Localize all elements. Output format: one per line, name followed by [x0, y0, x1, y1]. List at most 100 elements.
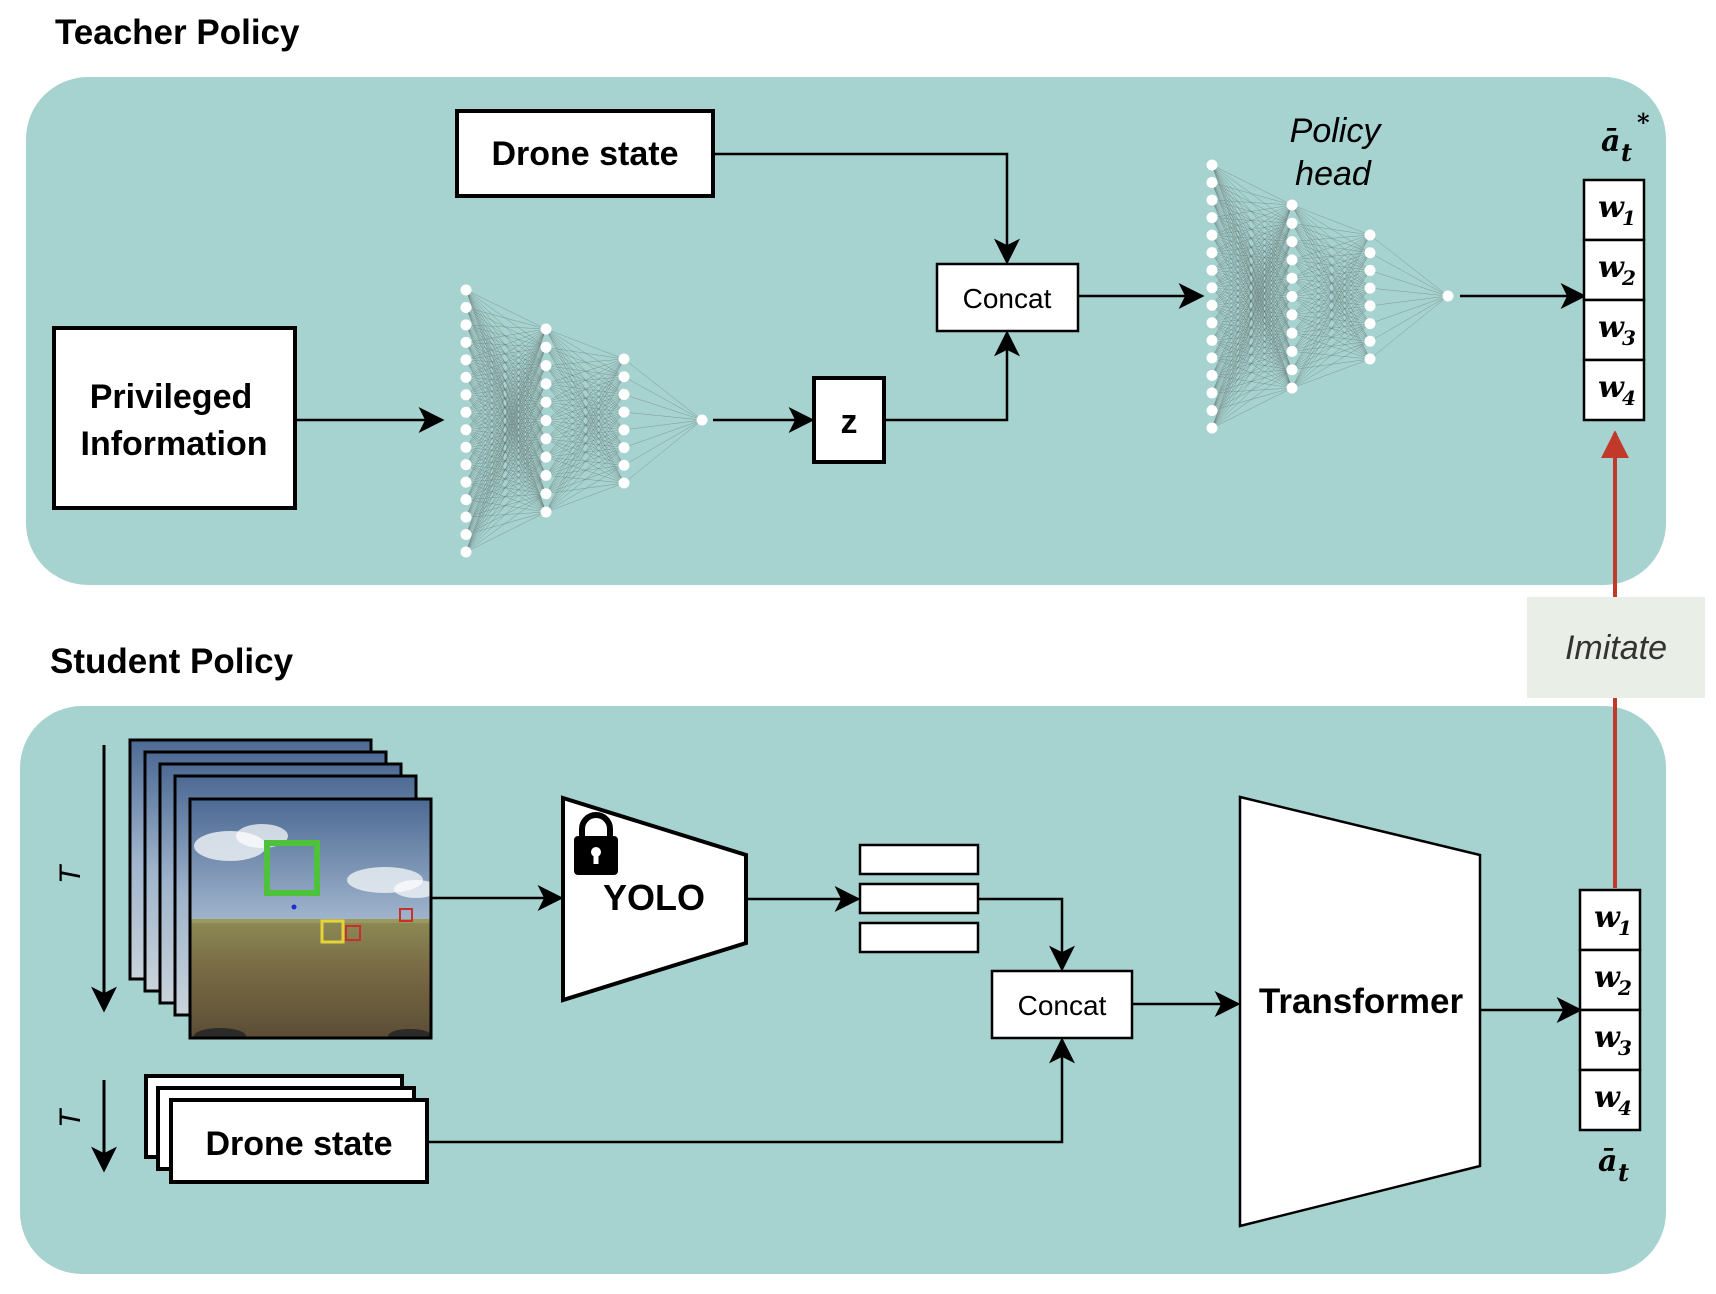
network-node	[1286, 327, 1298, 339]
student-drone-state-label: Drone state	[205, 1125, 392, 1163]
network-node	[1206, 299, 1218, 311]
teacher-weight-cell	[1582, 358, 1646, 422]
network-node	[1206, 159, 1218, 171]
student-drone-state-stack: Drone state	[144, 1074, 429, 1184]
network-node	[1206, 422, 1218, 434]
network-node	[1364, 300, 1376, 312]
network-node	[460, 459, 472, 471]
teacher-drone-state-label: Drone state	[491, 135, 678, 173]
arrow-drone-state-to-concat	[428, 1037, 1075, 1144]
policy-head-label-1: Policy	[1290, 112, 1383, 150]
student-w3: w	[1594, 1020, 1621, 1055]
network-node	[460, 301, 472, 313]
network-node	[540, 396, 552, 408]
network-node	[460, 354, 472, 366]
teacher-w2-sub: 2	[1621, 266, 1636, 290]
network-node	[460, 389, 472, 401]
arrow-drone-state-to-concat	[713, 152, 1020, 265]
teacher-drone-state-box: Drone state	[455, 109, 715, 198]
student-w1: w	[1594, 900, 1621, 935]
network-node	[1286, 199, 1298, 211]
network-node	[1286, 345, 1298, 357]
teacher-w3: w	[1598, 310, 1625, 345]
network-node	[618, 442, 630, 454]
network-node	[1286, 217, 1298, 229]
student-output-label: ā t	[1598, 1144, 1629, 1187]
network-node	[1286, 364, 1298, 376]
network-node	[1364, 353, 1376, 365]
network-node	[1206, 352, 1218, 364]
network-node	[1364, 318, 1376, 330]
teacher-w3-sub: 3	[1622, 326, 1636, 350]
teacher-output-sub: t	[1621, 138, 1632, 167]
student-w4-sub: 4	[1618, 1096, 1632, 1120]
latent-z-box: z	[812, 376, 886, 464]
network-node	[1286, 236, 1298, 248]
red-gate-box-far	[399, 908, 413, 922]
student-concat-label: Concat	[1018, 990, 1107, 1021]
network-node	[1206, 264, 1218, 276]
network-node	[618, 406, 630, 418]
network-node	[618, 424, 630, 436]
arrow-tokens-to-concat	[978, 897, 1075, 972]
network-node	[1286, 309, 1298, 321]
network-node	[1206, 212, 1218, 224]
network-node	[1286, 291, 1298, 302]
teacher-output-label: ā t *	[1601, 108, 1650, 167]
teacher-weight-cell	[1582, 178, 1646, 242]
teacher-output-sup: *	[1637, 108, 1650, 137]
network-node	[540, 341, 552, 353]
network-node	[618, 477, 630, 489]
detection-token	[858, 882, 980, 915]
network-node	[460, 371, 472, 383]
privileged-line-2: Information	[81, 425, 268, 463]
student-weight-cell	[1578, 1008, 1642, 1072]
network-node	[1364, 335, 1376, 347]
red-gate-box	[345, 925, 361, 941]
network-node	[540, 378, 552, 390]
yolo-detector: YOLO	[561, 795, 748, 1003]
network-node	[460, 424, 472, 436]
detection-token	[858, 921, 980, 954]
student-title: Student Policy	[50, 642, 294, 681]
drone-state-card	[169, 1098, 429, 1184]
network-node	[618, 388, 630, 400]
detection-token-stack	[858, 843, 980, 954]
network-nodes	[460, 284, 708, 558]
green-gate-box	[264, 840, 320, 896]
teacher-w2: w	[1598, 250, 1625, 285]
student-w1-sub: 1	[1618, 916, 1632, 940]
arrow-z-to-concat	[885, 330, 1020, 422]
network-node	[460, 511, 472, 523]
teacher-weight-stack: w 1 w 2 w 3 w 4	[1582, 178, 1646, 422]
network-node	[460, 284, 472, 296]
camera-frame-stack	[128, 738, 433, 1040]
network-node	[540, 433, 552, 445]
network-node	[1364, 247, 1376, 259]
network-node	[460, 336, 472, 348]
network-node	[1206, 404, 1218, 416]
teacher-w1: w	[1598, 190, 1625, 225]
network-node	[540, 360, 552, 372]
network-node	[1206, 177, 1218, 189]
network-node	[1442, 290, 1454, 302]
network-node	[540, 451, 552, 463]
network-node	[540, 469, 552, 481]
teacher-concat-box: Concat	[935, 262, 1080, 333]
imitate-label: Imitate	[1565, 629, 1667, 667]
detection-token	[858, 843, 980, 876]
network-node	[618, 371, 630, 383]
network-node	[1206, 387, 1218, 399]
time-label-frames: T	[54, 863, 87, 884]
network-node	[1286, 254, 1298, 266]
privileged-line-1: Privileged	[90, 378, 253, 416]
teacher-w4-sub: 4	[1622, 386, 1636, 410]
teacher-title: Teacher Policy	[55, 13, 300, 52]
student-weight-stack: w 1 w 2 w 3 w 4	[1578, 888, 1642, 1132]
network-node	[1364, 282, 1376, 294]
teacher-concat-label: Concat	[963, 283, 1052, 314]
latent-z-label: z	[841, 403, 858, 441]
lock-icon	[574, 812, 618, 875]
teacher-w1-sub: 1	[1622, 206, 1636, 230]
network-node	[1364, 229, 1376, 241]
